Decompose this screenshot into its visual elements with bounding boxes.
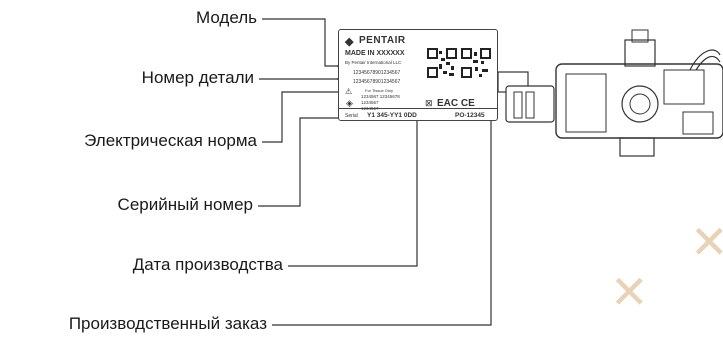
plate-cert-marks: EAC CE [437,98,475,109]
plate-rating-line-2: 1234567 [361,100,379,105]
plate-serial-label: Serial [345,113,358,119]
callout-part-number: Номер детали [141,68,254,87]
callout-production-order: Производственный заказ [68,314,267,333]
warning-icon: ⚠ [345,87,353,96]
valve-body-illustration [497,29,723,157]
plate-maker: By Pentair International LLC [345,60,402,65]
plate-serial-value: Y1 345-YY1 0DD [367,112,417,119]
plate-part-line: 12345678901234567 [353,79,401,85]
watermark-cross: ✕ [610,265,649,319]
weee-bin-icon: ⊠ [425,98,433,108]
callout-electrical-rating: Электрическая норма [84,131,257,150]
pentair-logo-icon: ◆ [345,36,354,48]
plate-serial-bar [339,108,497,120]
rating-plate: ◆ PENTAIR MADE IN XXXXXX By Pentair Inte… [338,29,498,121]
callout-model: Модель [195,8,257,27]
plate-brand: PENTAIR [359,35,406,46]
plate-po-value: PO-12345 [455,112,485,119]
plate-made-in: MADE IN XXXXXX [345,50,405,57]
watermark-cross: ✕ [690,215,723,269]
qr-code-icon [461,48,491,78]
qr-code-icon [427,48,457,78]
callout-serial-number: Серийный номер [117,195,253,214]
callout-production-date: Дата производства [132,255,283,274]
diamond-logo-icon: ◈ [346,98,353,108]
plate-model-line: 12345678901234567 [353,70,401,76]
plate-rating-title: For Tissue Only [365,88,394,93]
plate-rating-line-1: 1234567 12345678 [361,94,400,99]
